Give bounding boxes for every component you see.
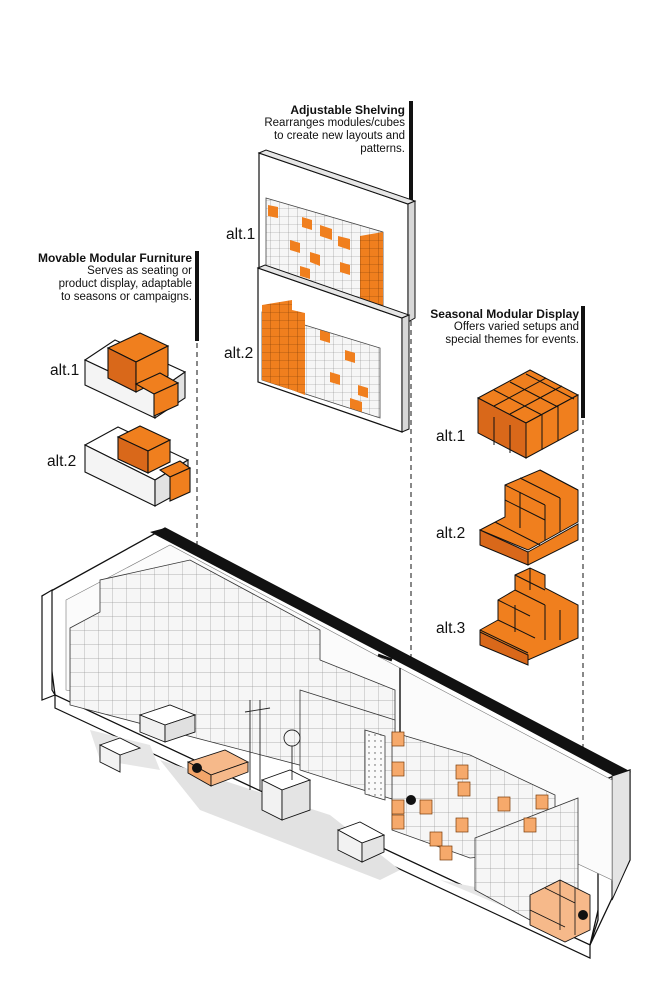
shelving-title: Adjustable Shelving — [290, 103, 405, 117]
furniture-description: Serves as seating or product display, ad… — [58, 265, 192, 303]
furniture-title: Movable Modular Furniture — [37, 251, 192, 265]
seasonal-alt2-label: alt.2 — [436, 525, 466, 542]
seasonal-annotation-bar — [581, 306, 585, 418]
furniture-alt2-diagram — [83, 425, 192, 507]
shelving-annotation-bar — [409, 101, 413, 211]
seasonal-alt2-diagram — [478, 469, 579, 566]
seasonal-alt3-diagram — [479, 567, 579, 666]
furniture-annotation-bar — [195, 251, 199, 341]
shelving-alt2-diagram — [256, 264, 411, 433]
shelving-location-marker — [406, 795, 416, 805]
furniture-alt2-label: alt.2 — [47, 453, 77, 470]
shelving-description: Rearranges modules/cubes to create new l… — [264, 117, 405, 155]
seasonal-location-marker — [578, 910, 588, 920]
furniture-alt1-diagram — [83, 332, 187, 420]
shelving-alt1-label: alt.1 — [226, 226, 256, 243]
furniture-alt1-label: alt.1 — [50, 362, 80, 379]
seasonal-title: Seasonal Modular Display — [430, 307, 579, 321]
shelving-annotation: Adjustable Shelving Rearranges modules/c… — [264, 104, 405, 156]
seasonal-alt1-diagram — [476, 369, 580, 459]
seasonal-description: Offers varied setups and special themes … — [445, 321, 579, 346]
seasonal-annotation: Seasonal Modular Display Offers varied s… — [430, 308, 579, 347]
furniture-annotation: Movable Modular Furniture Serves as seat… — [38, 252, 192, 304]
store-axonometric — [41, 527, 631, 959]
seasonal-alt1-label: alt.1 — [436, 428, 466, 445]
seasonal-alt3-label: alt.3 — [436, 620, 466, 637]
furniture-location-marker — [192, 763, 202, 773]
shelving-alt2-label: alt.2 — [224, 345, 254, 362]
